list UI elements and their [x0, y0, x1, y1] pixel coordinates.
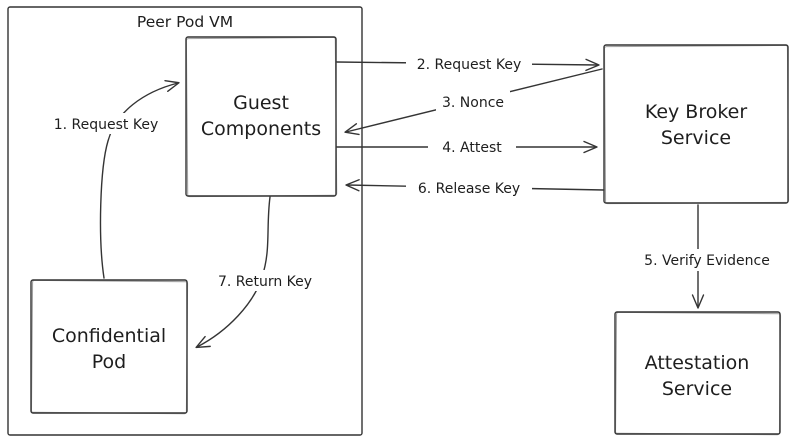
key-broker-service-box-sketch [603, 44, 790, 205]
attestation-service-label-line1: Attestation [645, 352, 750, 374]
confidential-pod-label-line2: Pod [92, 351, 126, 373]
edge-attest-label-bg [428, 137, 516, 156]
node-guest-components: Guest Components [185, 36, 338, 198]
node-key-broker-service: Key Broker Service [603, 44, 790, 205]
peer-pod-vm-container: Peer Pod VM [7, 6, 363, 436]
edge-request-key-internal: 1. Request Key [44, 79, 180, 279]
edge-verify-evidence-label: 5. Verify Evidence [644, 253, 770, 269]
guest-components-label-line1: Guest [233, 92, 289, 114]
edge-nonce: 3. Nonce [344, 68, 603, 136]
attestation-service-box [614, 311, 781, 435]
peer-pod-vm-label: Peer Pod VM [137, 13, 233, 31]
confidential-pod-box-sketch [30, 279, 189, 415]
confidential-pod-label-line1: Confidential [52, 325, 166, 347]
confidential-pod-box [30, 279, 188, 414]
edge-release-key-label: 6. Release Key [418, 181, 520, 197]
guest-components-box [185, 36, 337, 197]
edge-request-key-label: 2. Request Key [417, 57, 522, 73]
key-broker-service-label-line1: Key Broker [645, 101, 748, 123]
attestation-service-label-line2: Service [662, 378, 732, 400]
edge-request-key-label-bg [406, 53, 532, 74]
key-broker-service-label-line2: Service [661, 127, 731, 149]
edge-attest: 4. Attest [336, 137, 598, 156]
guest-components-label-line2: Components [201, 118, 321, 140]
key-broker-service-box [603, 44, 789, 204]
node-attestation-service: Attestation Service [614, 311, 782, 436]
edge-verify-evidence-label-bg [628, 249, 786, 271]
edge-nonce-label-bg [436, 91, 510, 111]
attestation-service-box-sketch [614, 311, 782, 436]
guest-components-box-sketch [185, 36, 338, 198]
edge-request-key: 2. Request Key [336, 53, 600, 74]
edge-request-key-internal-label-bg [44, 113, 168, 134]
edge-request-key-internal-label: 1. Request Key [54, 117, 159, 133]
edge-release-key-label-bg [406, 177, 532, 197]
peer-pod-vm-box [7, 6, 363, 436]
edge-nonce-label: 3. Nonce [442, 95, 504, 111]
edge-return-key-label: 7. Return Key [218, 274, 312, 290]
edge-verify-evidence: 5. Verify Evidence [628, 204, 786, 309]
edge-request-key-internal-line [99, 79, 180, 279]
edge-attest-label: 4. Attest [442, 140, 502, 156]
edge-return-key: 7. Return Key [195, 196, 322, 349]
edge-release-key: 6. Release Key [345, 177, 605, 197]
node-confidential-pod: Confidential Pod [30, 279, 189, 415]
edge-return-key-label-bg [208, 270, 322, 291]
